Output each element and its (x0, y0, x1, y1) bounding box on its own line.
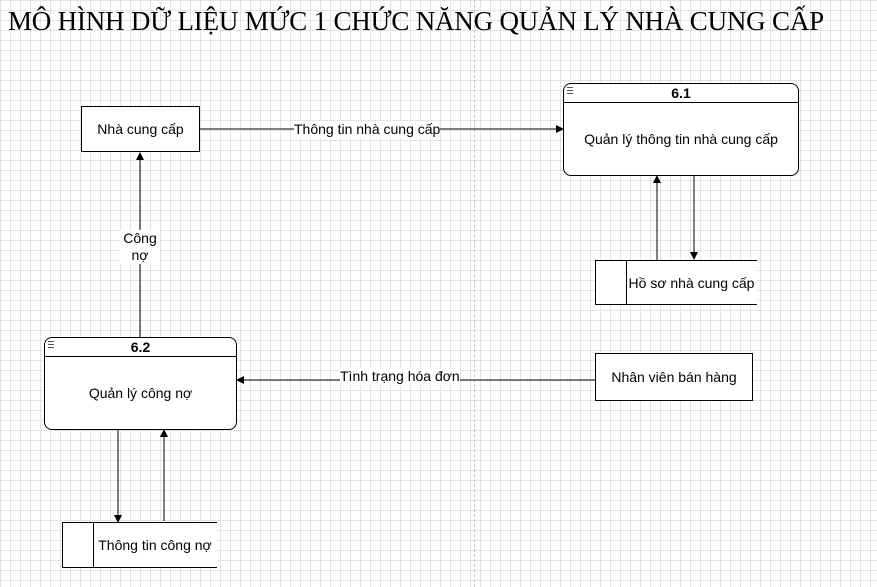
diagram-title: MÔ HÌNH DỮ LIỆU MỨC 1 CHỨC NĂNG QUẢN LÝ … (8, 6, 824, 36)
datastore-debt-info-label: Thông tin công nợ (98, 537, 212, 553)
datastore-debt-info[interactable]: Thông tin công nợ (62, 522, 217, 568)
flow-label-invoice-status: Tình trạng hóa đơn (340, 368, 460, 385)
process-6-1-id: 6.1 (671, 85, 691, 101)
menu-icon (567, 87, 573, 94)
flow-label-debt: Công nợ (120, 230, 160, 264)
datastore-divider (626, 261, 627, 304)
process-6-2[interactable]: 6.2 Quản lý công nợ (44, 337, 237, 430)
datastore-supplier-records-label: Hồ sơ nhà cung cấp (628, 274, 755, 291)
datastore-divider (93, 523, 94, 567)
process-6-1-name: Quản lý thông tin nhà cung cấp (584, 131, 778, 147)
datastore-supplier-records[interactable]: Hồ sơ nhà cung cấp (595, 260, 757, 305)
flow-label-supplier-info: Thông tin nhà cung cấp (294, 121, 441, 138)
process-6-1[interactable]: 6.1 Quản lý thông tin nhà cung cấp (563, 83, 799, 176)
entity-sales-staff[interactable]: Nhân viên bán hàng (595, 353, 753, 401)
process-6-2-id: 6.2 (130, 339, 151, 355)
process-6-1-header: 6.1 (564, 84, 798, 103)
entity-sales-staff-label: Nhân viên bán hàng (611, 369, 737, 385)
entity-supplier-label: Nhà cung cấp (97, 121, 184, 137)
process-6-2-header: 6.2 (45, 338, 236, 357)
process-6-2-name: Quản lý công nợ (88, 385, 193, 401)
process-6-2-body: Quản lý công nợ (45, 357, 236, 429)
page-divider (474, 0, 475, 587)
process-6-1-body: Quản lý thông tin nhà cung cấp (564, 103, 798, 175)
entity-supplier[interactable]: Nhà cung cấp (81, 106, 200, 152)
flow-label-debt-line2: nợ (131, 247, 149, 263)
flow-label-debt-line1: Công (123, 230, 157, 246)
menu-icon (48, 341, 54, 348)
